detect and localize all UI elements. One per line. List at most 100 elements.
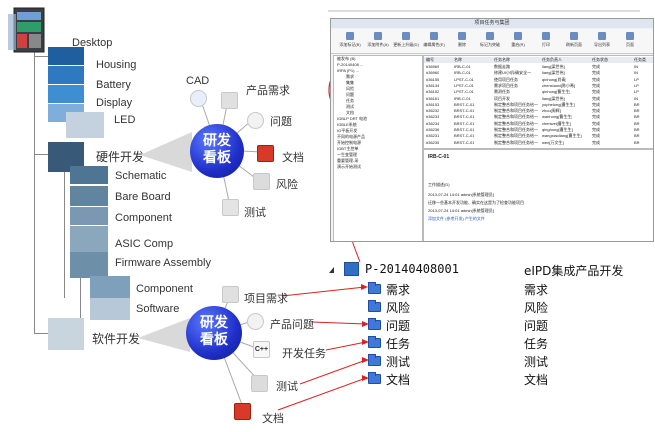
tree-item[interactable]: 重要管理-采: [337, 158, 359, 163]
desktop-label: Desktop: [72, 37, 113, 49]
table-cell: liang[梁世伟]: [542, 70, 565, 76]
tree-item[interactable]: 任务: [346, 98, 354, 103]
tree-item[interactable]: IRPA (P1) ...: [337, 68, 359, 73]
project-item-label[interactable]: 需求: [386, 283, 411, 297]
table-cell: LPST-C-01: [454, 76, 474, 82]
asic-label: ASIC Comp: [115, 238, 174, 250]
table-cell: qinhong[肖青]: [542, 76, 567, 82]
table-cell: #36969: [426, 64, 440, 69]
toolbar-button-icon: [374, 32, 382, 40]
docs-label: 文档: [282, 151, 304, 164]
tree-item[interactable]: IGBLP DRT 电池: [337, 116, 368, 121]
toolbar-button-icon: [514, 32, 522, 40]
table-cell: BR: [634, 120, 640, 126]
toolbar-button[interactable]: 重启(R): [503, 32, 533, 48]
table-cell: wen[万文生]: [542, 139, 564, 145]
sw-dev-block: [48, 318, 84, 350]
folder-icon: [368, 354, 381, 366]
tree-item[interactable]: IG平板开发: [337, 128, 358, 133]
table-cell: 完成: [592, 89, 600, 95]
sw-dev-wedge: [138, 318, 190, 352]
grid-header-cell[interactable]: 任务负责人: [542, 57, 562, 62]
prod-issue-label: 产品问题: [270, 318, 314, 331]
expand-triangle-icon[interactable]: [329, 267, 334, 273]
table-cell: IRB-C-01: [454, 70, 471, 76]
project-item-label[interactable]: 任务: [386, 337, 411, 351]
table-cell: #36235: [426, 139, 440, 145]
table-cell: LP: [634, 82, 639, 88]
folder-icon: [368, 318, 381, 330]
folder-icon: [368, 336, 381, 348]
project-item-label[interactable]: 文档: [386, 373, 411, 387]
tree-item[interactable]: 演示开始测试: [337, 164, 361, 169]
detail-line: 2013-07-24 14:01 admin[系统管理员]: [428, 208, 494, 213]
toolbar-button[interactable]: 标记为突破: [475, 32, 505, 48]
project-id[interactable]: P-20140408001: [365, 262, 459, 276]
tree-item[interactable]: 文档: [346, 110, 354, 115]
toolbar-button-label: 更新上升级(D): [393, 42, 419, 47]
grid-header-cell[interactable]: 编号: [426, 57, 434, 62]
table-cell: BRST-C-01: [454, 108, 475, 114]
tree-item[interactable]: P-20140408 ...: [337, 62, 364, 67]
toolbar-button[interactable]: 打印: [531, 32, 561, 48]
schematic-block: [70, 166, 108, 184]
project-item-label[interactable]: 测试: [386, 355, 411, 369]
tree-item[interactable]: 问题: [346, 92, 354, 97]
window-title: 项目任务与集团: [331, 19, 653, 28]
toolbar-button[interactable]: 编辑属性(E): [419, 32, 449, 48]
display-label: Display: [96, 97, 133, 109]
tree-item[interactable]: 需求: [346, 74, 354, 79]
project-item-label[interactable]: 风险: [386, 301, 411, 315]
firmware-block: [70, 252, 108, 278]
toolbar-button[interactable]: 刷新页面: [559, 32, 589, 48]
tree-item[interactable]: 集集: [346, 80, 354, 85]
tree-item[interactable]: 测试: [346, 104, 354, 109]
toolbar-button[interactable]: 删除: [447, 32, 477, 48]
project-item-type: 问题: [524, 319, 549, 333]
fw-component-block: [90, 276, 130, 298]
grid-header-cell[interactable]: 任务状态: [592, 57, 608, 62]
project-item-label[interactable]: 问题: [386, 319, 411, 333]
table-cell: BR: [634, 114, 640, 120]
toolbar-button[interactable]: 添加附件(A): [363, 32, 393, 48]
table-cell: 完成: [592, 82, 600, 88]
tree-line: [34, 48, 35, 334]
grid-header-cell[interactable]: 任务类: [634, 57, 646, 62]
tree-item[interactable]: IGBLE系统: [337, 122, 357, 127]
table-cell: LPST-C-01: [454, 89, 474, 95]
table-cell: 完成: [592, 133, 600, 139]
table-cell: chenxiaoxi[陈小希]: [542, 82, 576, 88]
tree-item[interactable]: 被发布 (B): [337, 56, 356, 61]
app-screenshot: 项目任务与集团 添加标记(B)添加附件(A)更新上升级(D)编辑属性(E)删除标…: [330, 18, 654, 242]
toolbar-button[interactable]: 页面: [615, 32, 645, 48]
grid-header-cell[interactable]: 名称: [454, 57, 462, 62]
tree-item[interactable]: IGBT主控单: [337, 146, 359, 151]
toolbar-button[interactable]: 添加标记(B): [335, 32, 365, 48]
toolbar-button[interactable]: 导出列表: [587, 32, 617, 48]
table-cell: #36155: [426, 76, 440, 82]
grid-header-cell[interactable]: 任务名称: [494, 57, 510, 62]
tree-item[interactable]: 不同的电源产品: [337, 134, 365, 139]
table-cell: #36233: [426, 114, 440, 120]
toolbar-button-label: 重启(R): [511, 42, 525, 47]
detail-line[interactable]: 添加文件 (参考开发) 产生的文件: [428, 216, 485, 221]
table-cell: chenwei[曹生生]: [542, 120, 571, 126]
toolbar-button-icon: [430, 32, 438, 40]
toolbar-button[interactable]: 更新上升级(D): [391, 32, 421, 48]
tree-item[interactable]: 一生变管理: [337, 152, 357, 157]
tree-item[interactable]: 风险: [346, 86, 354, 91]
tree-item[interactable]: 开始控制电源: [337, 140, 361, 145]
